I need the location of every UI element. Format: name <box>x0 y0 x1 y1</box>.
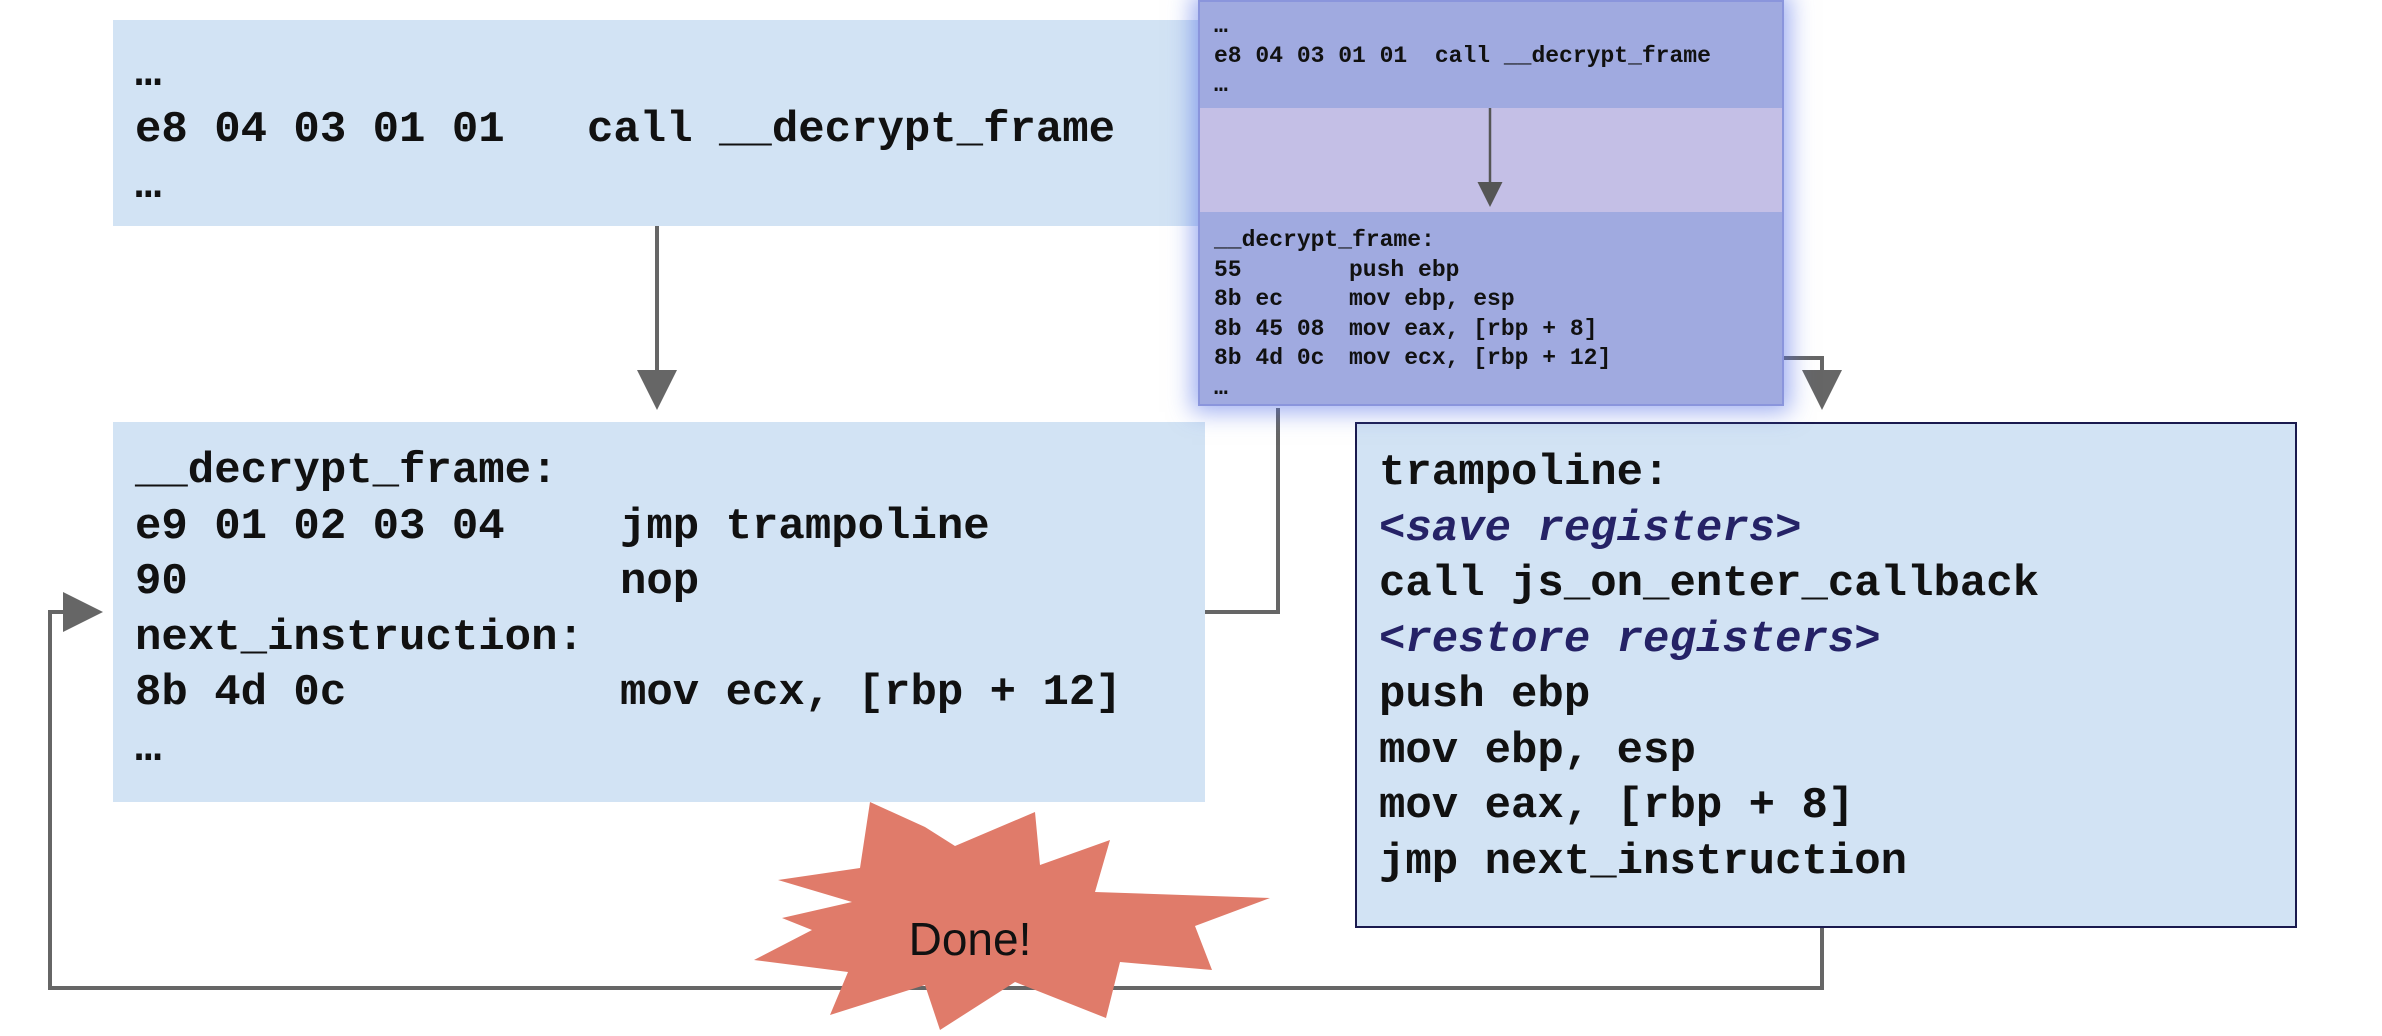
call-line-instruction: e8 04 03 01 01 call __decrypt_frame <box>135 102 1205 158</box>
inset-call-lines: … e8 04 03 01 01 call __decrypt_frame … <box>1214 13 1711 98</box>
trampoline-mov-ebp: mov ebp, esp <box>1379 725 1696 776</box>
call-site-block: … e8 04 03 01 01 call __decrypt_frame … <box>113 20 1205 226</box>
next-instruction-label: next_instruction: <box>135 612 584 663</box>
call-instruction: call __decrypt_frame <box>587 105 1116 155</box>
inset-decrypt-label: __decrypt_frame: <box>1214 227 1435 253</box>
save-registers: <save registers> <box>1379 503 1802 554</box>
arrow-trampoline-return <box>48 592 1824 990</box>
done-label: Done! <box>908 913 1032 965</box>
arrow-decrypt-to-inset <box>1205 408 1280 614</box>
call-bytes: e8 04 03 01 01 <box>135 105 505 155</box>
trampoline-label: trampoline: <box>1379 448 1670 498</box>
inset-arrow-layer <box>1477 108 1503 207</box>
trampoline-jmp: jmp next_instruction <box>1379 836 1908 887</box>
trampoline-block: trampoline: <save registers> call js_on_… <box>1355 422 2297 928</box>
inset-call-line: e8 04 03 01 01 call __decrypt_frame <box>1214 42 1711 69</box>
trampoline-mov-eax: mov eax, [rbp + 8] <box>1379 781 1855 831</box>
restore-registers: <restore registers> <box>1379 614 1881 665</box>
call-line-ellipsis-bottom: … <box>135 161 162 211</box>
arrow-inset-to-trampoline <box>1776 356 1842 410</box>
callback-call: call js_on_enter_callback <box>1379 559 2040 609</box>
trampoline-push: push ebp <box>1379 670 1591 720</box>
decrypt-label: __decrypt_frame: <box>135 446 558 496</box>
original-code-inset: … e8 04 03 01 01 call __decrypt_frame … … <box>1198 0 1784 406</box>
decrypt-line-ellipsis: … <box>135 723 162 774</box>
call-line-ellipsis-top: … <box>135 49 162 99</box>
